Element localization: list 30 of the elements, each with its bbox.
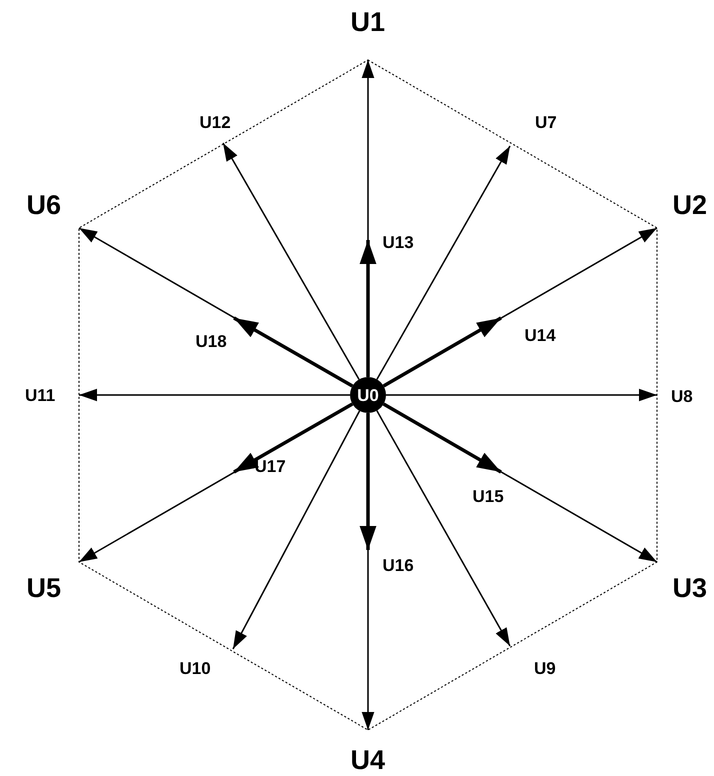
vector-arrow — [360, 240, 376, 377]
vector-label: U12 — [200, 114, 231, 130]
vector-label: U8 — [671, 388, 693, 404]
vector-label: U18 — [196, 332, 227, 350]
vector-arrow — [382, 402, 502, 474]
vector-label: U1 — [350, 8, 386, 36]
vector-label: U6 — [26, 192, 62, 218]
vector-label: U2 — [672, 192, 708, 218]
origin-circle: U0 — [350, 377, 386, 413]
vector-label: U5 — [26, 574, 62, 602]
vector-label: U9 — [534, 660, 556, 676]
vector-label: U3 — [672, 574, 708, 602]
vector-arrow — [376, 410, 511, 646]
vector-label: U11 — [25, 386, 56, 404]
vector-arrow — [233, 402, 354, 474]
vector-arrow — [386, 388, 657, 402]
vector-label: U15 — [472, 488, 504, 504]
vector-arrow — [376, 146, 511, 380]
vector-arrow — [222, 142, 360, 380]
vector-arrow — [232, 410, 360, 650]
vector-label: U13 — [382, 234, 414, 250]
vector-label: U7 — [535, 114, 557, 130]
vector-label: U14 — [524, 326, 556, 344]
vector-arrow — [382, 316, 502, 388]
vector-label: U16 — [382, 556, 414, 574]
vector-label: U4 — [350, 746, 386, 774]
vector-arrow — [79, 388, 350, 402]
vector-arrow — [360, 413, 376, 550]
vector-arrow — [233, 316, 354, 388]
vector-label: U10 — [180, 660, 211, 676]
